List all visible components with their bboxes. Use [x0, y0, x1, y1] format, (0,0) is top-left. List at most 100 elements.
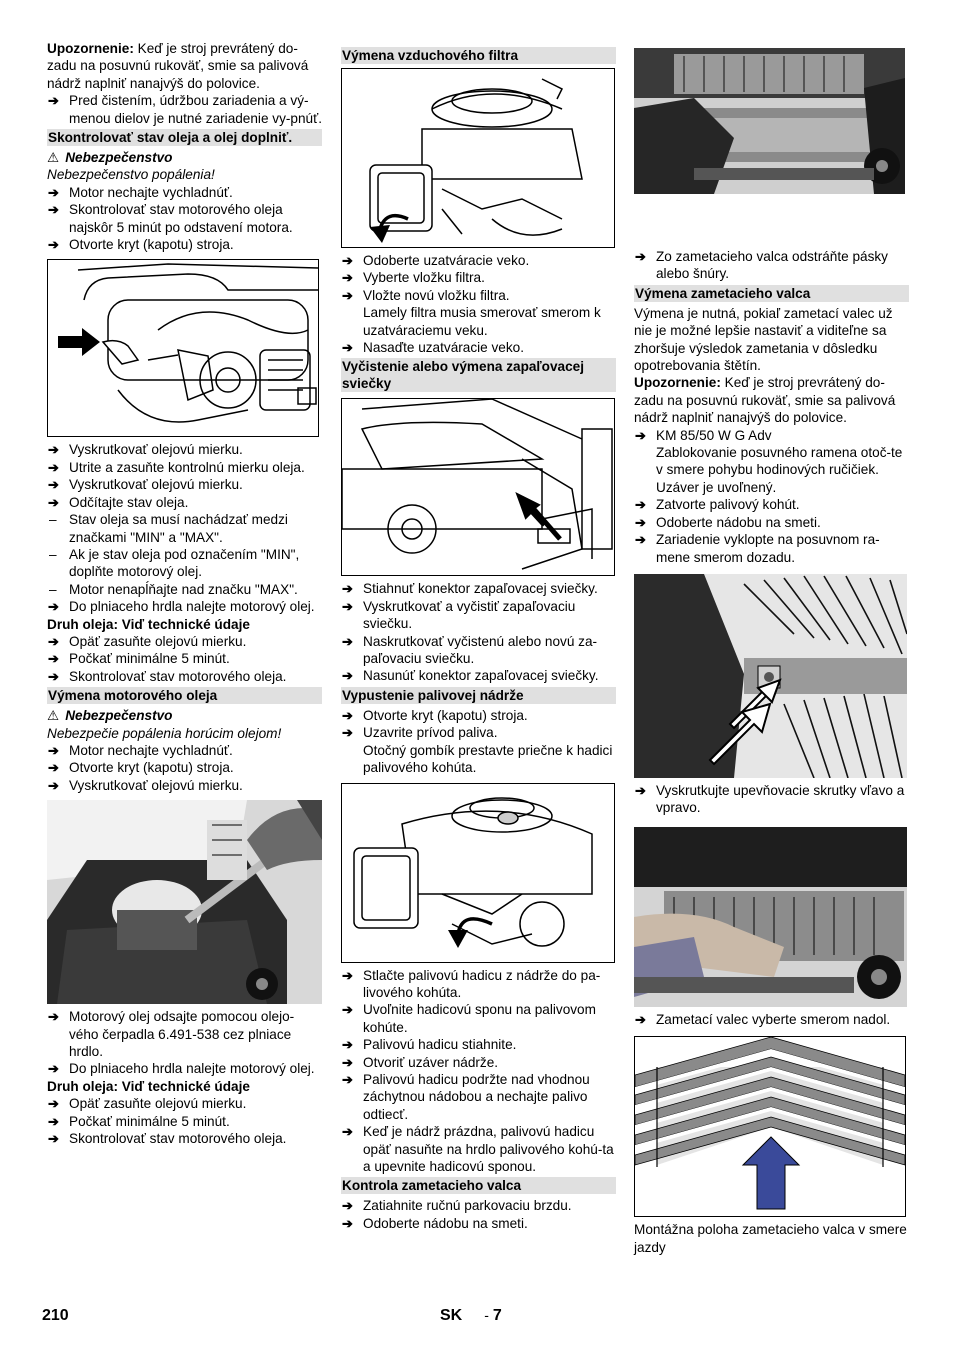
section-heading-roller-change: Výmena zametacieho valca [634, 284, 909, 302]
step-item: Uvoľnite hadicovú sponu na palivovom koh… [341, 1001, 616, 1036]
section-heading-air-filter: Výmena vzduchového filtra [341, 47, 616, 64]
step-item: Opäť zasuňte olejovú mierku. [47, 1095, 322, 1113]
step-item: Počkať minimálne 5 minút. [47, 650, 322, 668]
language-code: SK [440, 1307, 463, 1324]
step-item: Zo zametacieho valca odstráňte pásky ale… [634, 248, 909, 283]
chevron-diagram-icon [635, 1037, 905, 1217]
step-item: Vyskrutkovať olejovú mierku. [47, 476, 322, 494]
roller-paragraph: Výmena je nutná, pokiaľ zametací valec u… [634, 305, 893, 374]
step-note: Lamely filtra musia smerovať smerom k uz… [363, 305, 601, 338]
note-paragraph: Upozornenie: Keď je stroj prevrátený do-… [634, 374, 909, 426]
fuel-valve-drawing-icon [353, 796, 593, 948]
step-item: KM 85/50 W G Adv [634, 427, 909, 445]
roller-remove-photo-icon [634, 826, 907, 1007]
note-text: Keď je stroj prevrátený do-zadu na posuv… [634, 375, 896, 426]
step-item: Skontrolovať stav motorového oleja. [47, 668, 322, 686]
step-item: Utrite a zasuňte kontrolnú mierku oleja. [47, 459, 322, 477]
step-item: Zatvorte palivový kohút. [634, 496, 909, 514]
note-paragraph: Upozornenie: Keď je stroj prevrátený do-… [47, 40, 322, 92]
step-item: Odoberte nádobu na smeti. [634, 514, 909, 532]
step-item: Zametací valec vyberte smerom nadol. [634, 1011, 909, 1029]
step-item: Stlačte palivovú hadicu z nádrže do pa-l… [341, 967, 616, 1002]
step-item: Nasaďte uzatváracie veko. [341, 339, 616, 357]
step-item: Motor nechajte vychladnúť. [47, 184, 322, 202]
danger-label: ⚠Nebezpečenstvo [47, 708, 173, 724]
step-item: Uzavrite prívod paliva. [341, 724, 616, 742]
step-item: Skontrolovať stav motorového oleja najsk… [47, 201, 322, 236]
diagram-caption: Montážna poloha zametacieho valca v smer… [634, 1222, 907, 1255]
oil-dipstick-illustration [47, 259, 319, 438]
step-item: Odoberte uzatváracie veko. [341, 252, 616, 270]
step-item: Otvoriť uzáver nádrže. [341, 1054, 616, 1072]
fuel-valve-illustration [341, 782, 615, 963]
section-heading-roller-check: Kontrola zametacieho valca [341, 1177, 616, 1195]
step-item: Počkať minimálne 5 minút. [47, 1113, 322, 1131]
step-item: Odoberte nádobu na smeti. [341, 1215, 616, 1233]
column-right: Zo zametacieho valca odstráňte pásky ale… [634, 48, 909, 1256]
language-marker: SK -7 [440, 1307, 502, 1324]
section-heading-fuel-tank: Vypustenie palivovej nádrže [341, 686, 616, 704]
step-item: Palivovú hadicu stiahnite. [341, 1036, 616, 1054]
step-note: Otočný gombík prestavte priečne k hadici… [363, 742, 613, 776]
air-filter-drawing-icon [369, 78, 583, 243]
step-item: Motor nechajte vychladnúť. [47, 742, 322, 760]
roller-screws-photo-icon [634, 573, 907, 778]
step-item: Keď je nádrž prázdna, palivovú hadicu op… [341, 1123, 616, 1175]
section-heading-oil-check: Skontrolovať stav oleja a olej doplniť. [47, 129, 322, 147]
warning-triangle-icon: ⚠ [47, 150, 60, 166]
step-item: Vyskrutkovať olejovú mierku. [47, 777, 322, 795]
page-number: 210 [42, 1307, 69, 1324]
section-heading-oil-change: Výmena motorového oleja [47, 687, 322, 705]
step-item: Do plniaceho hrdla nalejte motorový olej… [47, 1060, 322, 1078]
step-item: Skontrolovať stav motorového oleja. [47, 1130, 322, 1148]
section-heading-spark-plug: Vyčistenie alebo výmena zapaľovacej svie… [341, 358, 616, 393]
mounting-position-diagram [634, 1036, 906, 1218]
oil-type-label: Druh oleja: Viď technické údaje [47, 616, 250, 632]
spark-plug-drawing-icon [342, 399, 613, 571]
dash-item: Motor nenapĺňajte nad značku "MAX". [47, 581, 322, 599]
column-left: Upozornenie: Keď je stroj prevrátený do-… [47, 40, 322, 1148]
engine-drawing-icon [58, 263, 318, 424]
step-item: Nasunúť konektor zapaľovacej sviečky. [341, 667, 616, 685]
step-item: Otvorte kryt (kapotu) stroja. [47, 236, 322, 254]
spark-plug-illustration [341, 398, 615, 577]
step-note: Zablokovanie posuvného ramena otoč-te v … [656, 445, 903, 495]
danger-text: Nebezpečie popálenia horúcim olejom! [47, 725, 282, 741]
note-label: Upozornenie: [47, 41, 134, 56]
air-filter-illustration [341, 68, 615, 248]
step-item: Vyskrutkovať a vyčistiť zapaľovaciu svie… [341, 598, 616, 633]
step-item: Naskrutkovať vyčistenú alebo novú za-paľ… [341, 633, 616, 668]
note-label: Upozornenie: [634, 375, 721, 391]
step-item: Palivovú hadicu podržte nad vhodnou zách… [341, 1071, 616, 1123]
step-item: Opäť zasuňte olejovú mierku. [47, 633, 322, 651]
oil-type-label: Druh oleja: Viď technické údaje [47, 1078, 250, 1094]
column-middle: Výmena vzduchového filtra Odoberte uzatv… [341, 45, 616, 1233]
roller-remove-photo [634, 826, 907, 1007]
step-item: Pred čistením, údržbou zariadenia a vý-m… [47, 92, 322, 127]
oil-pump-photo [47, 800, 322, 1005]
danger-text: Nebezpečenstvo popálenia! [47, 167, 215, 183]
step-item: Otvorte kryt (kapotu) stroja. [341, 707, 616, 725]
danger-label: ⚠Nebezpečenstvo [47, 150, 173, 166]
step-item: Odčítajte stav oleja. [47, 494, 322, 512]
roller-screws-photo [634, 573, 907, 778]
step-item: Vyberte vložku filtra. [341, 269, 616, 287]
step-item: Zariadenie vyklopte na posuvnom ra-mene … [634, 531, 909, 566]
sub-page-number: 7 [492, 1307, 502, 1324]
step-item: Do plniaceho hrdla nalejte motorový olej… [47, 598, 322, 616]
dash-item: Stav oleja sa musí nachádzať medzi značk… [47, 511, 322, 546]
step-item: Vyskrutkovať olejovú mierku. [47, 441, 322, 459]
step-item: Zatiahnite ručnú parkovaciu brzdu. [341, 1197, 616, 1215]
oil-pump-photo-icon [47, 800, 322, 1005]
roller-check-photo-icon [634, 48, 905, 194]
separator: - [484, 1307, 489, 1323]
step-item: Motorový olej odsajte pomocou olejo-vého… [47, 1008, 322, 1060]
roller-check-photo [634, 48, 905, 194]
warning-triangle-icon: ⚠ [47, 708, 60, 724]
note-text: Keď je stroj prevrátený do-zadu na posuv… [47, 41, 309, 91]
dash-item: Ak je stav oleja pod označením "MIN", do… [47, 546, 322, 581]
step-item: Otvorte kryt (kapotu) stroja. [47, 759, 322, 777]
step-item: Stiahnuť konektor zapaľovacej sviečky. [341, 580, 616, 598]
step-item: Vyskrutkujte upevňovacie skrutky vľavo a… [634, 782, 909, 817]
step-item: Vložte novú vložku filtra. [341, 287, 616, 305]
